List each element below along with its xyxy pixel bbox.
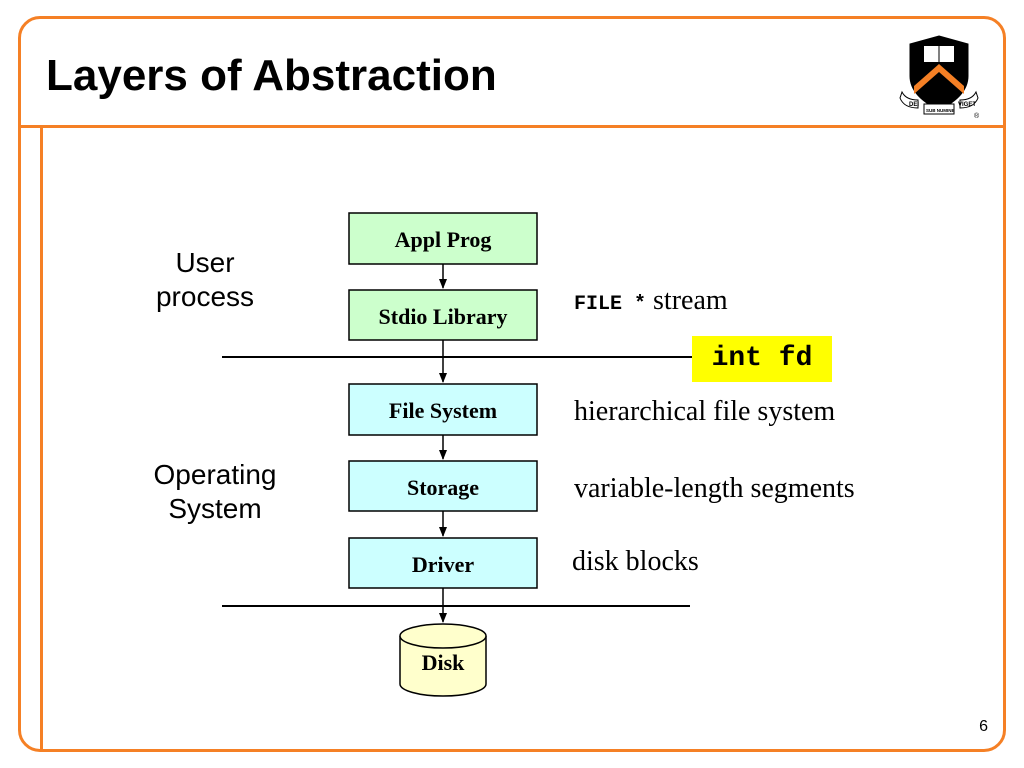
svg-text:®: ® — [974, 112, 980, 120]
layer-driver: Driver — [348, 537, 538, 589]
region-user-process: User process — [155, 247, 255, 312]
logo-motto-right: VIGET — [958, 102, 976, 108]
layer-appl-prog: Appl Prog — [348, 212, 538, 265]
slide-frame — [18, 16, 1006, 752]
princeton-shield-icon: DEI SUB NUMINE VIGET ® — [899, 35, 980, 120]
layer-label-storage: Storage — [407, 475, 479, 500]
title-divider — [18, 125, 1006, 128]
layer-storage: Storage — [348, 460, 538, 512]
layer-label-driver: Driver — [412, 552, 475, 577]
left-divider — [40, 128, 43, 752]
layer-label-appl-prog: Appl Prog — [395, 227, 492, 252]
annotation-int-fd: int fd — [692, 336, 832, 382]
layer-stdio-library: Stdio Library — [348, 289, 538, 341]
logo-motto-center: SUB NUMINE — [926, 108, 955, 113]
layer-label-file-system: File System — [389, 398, 497, 423]
annotation-stream-text: stream — [653, 285, 728, 316]
annotation-stream-code: FILE * — [574, 293, 647, 316]
layer-file-system: File System — [348, 383, 538, 436]
page-number: 6 — [979, 718, 988, 735]
slide-title: Layers of Abstraction — [46, 51, 497, 100]
annotation-file-system: hierarchical file system — [574, 396, 836, 427]
annotation-driver: disk blocks — [572, 546, 699, 577]
annotation-storage: variable-length segments — [574, 473, 855, 504]
disk-cylinder: Disk — [399, 623, 487, 697]
logo-motto-left: DEI — [909, 102, 919, 108]
region-operating-system: Operating System — [153, 459, 277, 524]
layer-label-stdio-library: Stdio Library — [379, 304, 508, 329]
annotation-stream: FILE * stream — [574, 284, 728, 322]
disk-label: Disk — [422, 650, 466, 675]
